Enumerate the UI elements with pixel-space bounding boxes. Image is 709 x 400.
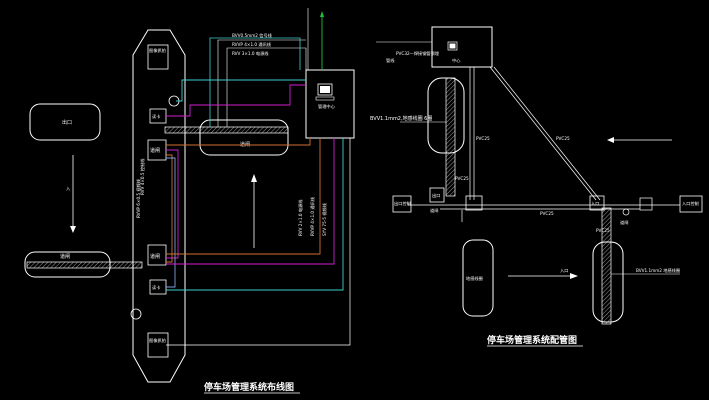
cable-magenta-right [166, 138, 335, 265]
reader-mid-label: 读卡 [152, 284, 160, 291]
gate-ctrl-mid-label: 道闸 [150, 253, 160, 260]
exit-sub-label: 道闸 [430, 207, 438, 214]
entry-arrow-head [251, 174, 257, 182]
left-island-outline [132, 29, 186, 383]
vehicle-box [462, 239, 494, 317]
pc-caption: 管理中心 [318, 103, 336, 110]
center-label: 中心 [452, 57, 461, 64]
entrance-gate-box [199, 119, 289, 156]
center-box [431, 26, 493, 68]
camera-icon-bottom [130, 308, 142, 320]
entrance-loop-coil [601, 207, 612, 325]
left-control-label: 出口控制 [394, 200, 411, 207]
cable-orange-top-run [166, 138, 311, 146]
entrance-gate-label: 道闸 [240, 141, 250, 148]
entrance-gate-box-right [639, 197, 653, 211]
left-control-box [392, 195, 412, 213]
pc-base-icon [315, 96, 335, 101]
cable-vertical-label4: RVVP 4×1.0 通讯线 [309, 196, 316, 236]
loop-label2: 入口 [560, 268, 568, 273]
right-diagram-title: 停车场管理系统配管图 [487, 334, 577, 346]
cable-orange-down [166, 154, 173, 263]
right-control-box [679, 195, 703, 213]
exit-box-label: 出口 [62, 119, 72, 126]
right-conduit-diagram: 中心 PVC32—焊接钢管预埋 管线 BVV1.1mm2,地感线圈 6圈 PVC… [370, 26, 703, 347]
loop-label: 地感线圈 [466, 275, 483, 282]
pc-screen-icon [320, 86, 330, 93]
flow-arrow-head [70, 226, 76, 233]
pc-monitor-icon [317, 83, 333, 96]
cable-lightblue-down [166, 157, 176, 288]
exit-gate-bar [26, 261, 143, 269]
exit-loop-coil [445, 77, 456, 197]
cable-white-right [166, 138, 351, 346]
gate-ctrl-mid [147, 244, 167, 266]
camera-box-top [147, 44, 169, 70]
cable-cyan-right [166, 138, 344, 291]
camera-box-top-label: 图像抓拍 [149, 47, 166, 54]
gate-ctrl-top-label: 道闸 [150, 147, 160, 154]
pipe-a-label: PVC25 [476, 136, 490, 141]
cable-vertical-label: RVVP 6×0.5 视频线 [135, 178, 142, 218]
camera-box-bottom-label: 图像抓拍 [149, 337, 166, 344]
entrance-inner-label: 入口 [591, 201, 599, 206]
exit-inner-label: 出口 [432, 192, 440, 199]
right-flow-arrow-head [607, 137, 614, 143]
cable-vertical-label2: RVV 4×0.5 控制线 [139, 158, 146, 195]
exit-gate-box-right [465, 195, 483, 211]
pipe-e-label: PVC25 [455, 176, 469, 181]
conduit-center-diag [489, 66, 597, 201]
pipe-c-label: PVC25 [540, 211, 554, 216]
cable-orange-right [166, 138, 321, 255]
conduit-center-diag2 [493, 66, 601, 201]
right-control-label: 入口控制 [682, 200, 699, 207]
entrance-camera-icon [622, 208, 630, 216]
left-wiring-diagram: 出口 入 道闸 道闸 图像抓拍 读卡 道闸 道闸 读卡 图像抓拍 [24, 8, 355, 394]
cable-vertical-label5: SYV 75-5 视频线 [321, 202, 328, 236]
bottom-note-label: BVV1.1mm2 地感线圈 [636, 267, 680, 274]
exit-gate-label: 道闸 [60, 253, 70, 260]
cable-right-label: RVVP 4×1.0 通讯线 [232, 41, 272, 48]
entrance-inner-box [589, 195, 605, 211]
bvv-label: BVV1.1mm2,地感线圈 6圈 [370, 115, 432, 122]
camera-box-bottom [147, 332, 169, 358]
pvc-label: PVC32—焊接钢管预埋 [396, 50, 440, 57]
entrance-sub-label: 道闸 [620, 219, 628, 226]
cable-top-label: BVV0.5mm2 信号线 [232, 32, 273, 39]
cable-magenta-main [166, 84, 306, 117]
cable-cyan-main [176, 79, 306, 102]
cable-top-white2 [226, 47, 307, 127]
cable-mid-label: RVV 3×1.0 电源线 [232, 50, 269, 57]
exit-box [29, 103, 101, 141]
cable-top-white [217, 39, 306, 127]
pipe-b-label: PVC25 [556, 136, 570, 141]
arrow-label: 入 [66, 186, 71, 191]
uplink-arrow-icon [320, 11, 324, 17]
control-center-box [305, 69, 355, 139]
reader-top-label: 读卡 [152, 113, 160, 120]
bottom-flow-arrow-head [570, 273, 578, 279]
left-diagram-title: 停车场管理系统布线图 [204, 381, 294, 393]
entrance-gate-bar [164, 126, 289, 134]
exit-inner-box [429, 187, 445, 203]
cable-vertical-label3: RVV 2×1.0 电源线 [297, 199, 304, 236]
center-pc-icon [447, 41, 458, 51]
cable-cyan-1 [209, 37, 301, 127]
center-pc-screen-icon [449, 43, 456, 49]
pvc-label2: 管线 [386, 57, 395, 64]
